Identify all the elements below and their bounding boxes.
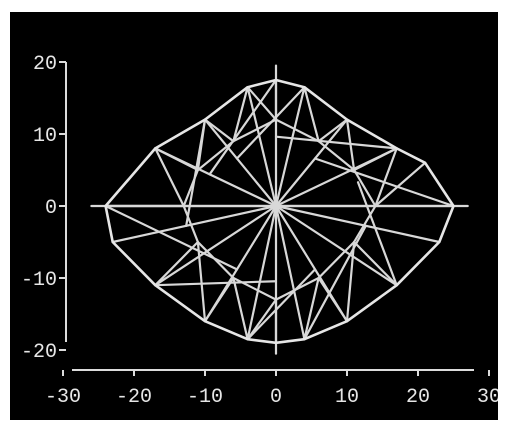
mesh-edge bbox=[203, 118, 235, 143]
mesh-brace bbox=[356, 181, 398, 287]
x-tick-label: 10 bbox=[335, 386, 359, 409]
mesh-brace bbox=[246, 268, 317, 341]
mesh-plot: 20 10 0 -10 -20 -30 -20 -10 0 10 20 30 bbox=[21, 53, 498, 409]
mesh-spoke bbox=[246, 86, 278, 208]
mesh-edge bbox=[154, 147, 185, 208]
mesh-spoke bbox=[154, 204, 278, 287]
mesh-edge bbox=[303, 86, 320, 143]
mesh-figure-panel: 20 10 0 -10 -20 -30 -20 -10 0 10 20 30 bbox=[10, 12, 498, 420]
x-tick-label: 20 bbox=[406, 386, 430, 409]
mesh-spoke bbox=[246, 204, 278, 341]
x-tick-label: 30 bbox=[477, 386, 498, 409]
mesh-edge bbox=[353, 147, 398, 172]
mesh-edge bbox=[154, 147, 199, 172]
mesh-brace bbox=[185, 118, 207, 227]
wireframe-mesh bbox=[90, 64, 469, 355]
mesh-spoke bbox=[111, 204, 278, 244]
mesh-spoke bbox=[203, 118, 278, 208]
mesh-brace bbox=[154, 280, 278, 287]
mesh-brace bbox=[235, 86, 306, 160]
mesh-edge bbox=[203, 276, 235, 323]
x-tick-label: 0 bbox=[270, 386, 282, 409]
mesh-edge bbox=[232, 276, 249, 341]
tick-marks bbox=[59, 61, 490, 376]
mesh-spoke bbox=[274, 204, 398, 287]
mesh-edge bbox=[374, 147, 398, 208]
x-tick-label: -30 bbox=[45, 386, 81, 409]
mesh-edge bbox=[232, 86, 249, 143]
mesh-brace bbox=[274, 135, 398, 150]
mesh-edge bbox=[196, 240, 207, 323]
x-tick-label: -20 bbox=[116, 386, 152, 409]
x-tick-label: -10 bbox=[187, 386, 223, 409]
mesh-edge bbox=[246, 86, 278, 121]
tick-labels: 20 10 0 -10 -20 -30 -20 -10 0 10 20 30 bbox=[21, 53, 498, 409]
mesh-edge bbox=[345, 240, 356, 323]
y-tick-label: 0 bbox=[45, 197, 57, 220]
mesh-edge bbox=[317, 118, 349, 143]
mesh-spoke bbox=[274, 86, 306, 208]
y-tick-label: 20 bbox=[33, 53, 57, 76]
mesh-brace bbox=[313, 157, 455, 208]
mesh-brace bbox=[208, 78, 278, 176]
mesh-brace bbox=[104, 204, 239, 271]
mesh-spoke bbox=[274, 204, 306, 341]
y-tick-label: -10 bbox=[21, 269, 57, 292]
mesh-edge bbox=[246, 298, 278, 341]
mesh-edge bbox=[374, 161, 427, 208]
mesh-edge bbox=[154, 240, 199, 287]
y-tick-label: -20 bbox=[21, 341, 57, 364]
mesh-brace bbox=[303, 224, 367, 341]
mesh-spoke bbox=[274, 118, 349, 208]
mesh-edge bbox=[353, 240, 398, 287]
y-tick-label: 10 bbox=[33, 125, 57, 148]
axes bbox=[65, 62, 474, 371]
mesh-edge bbox=[317, 276, 349, 323]
mesh-outline bbox=[104, 78, 455, 345]
mesh-spoke bbox=[274, 204, 441, 244]
mesh-edge bbox=[303, 276, 320, 341]
